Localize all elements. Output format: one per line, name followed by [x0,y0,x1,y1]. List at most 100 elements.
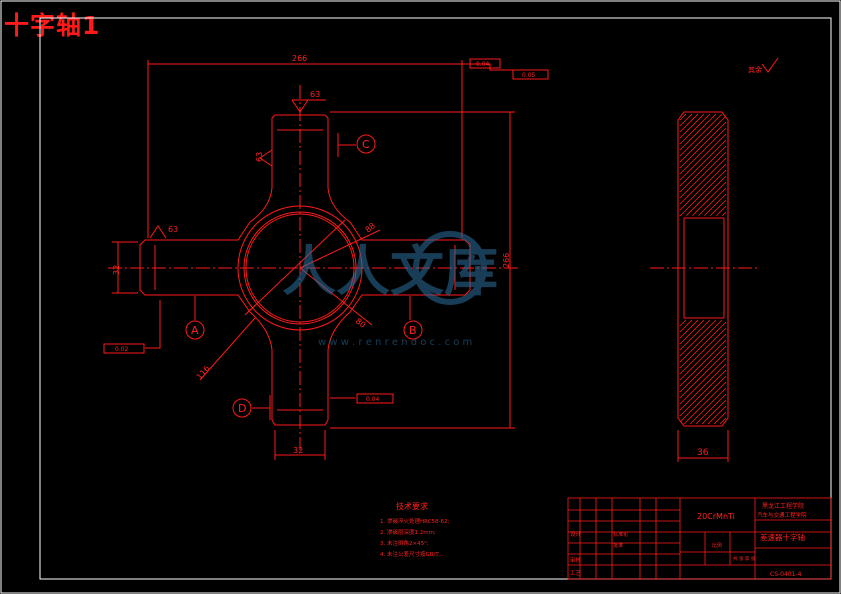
hatch-line [679,113,699,133]
tb-school-1: 黑龙江工程学院 [762,502,804,510]
pos-top-right: 0.05 [522,72,536,79]
tb-process: 工艺 [570,570,582,577]
hatch-line [679,163,727,211]
hatch-line [716,205,727,216]
watermark-ring [413,231,487,305]
datum-d: D [238,402,246,415]
tb-check: 审核 [570,556,582,564]
hatch-line [679,363,727,411]
tol-bottom: 0.04 [366,396,380,403]
datum-c: C [362,138,370,151]
tb-school-2: 汽车与交通工程学院 [757,511,807,519]
hatch-line [679,157,727,205]
dim-finish-left: 63 [168,225,178,234]
hatch-line [679,357,727,405]
hatch-line [679,121,727,169]
dim-finish-side: 63 [255,152,264,162]
tb-part-name: 差速器十字轴 [760,532,805,542]
hatch-line [679,133,727,181]
hatch-line [707,405,727,425]
dim-outer: 116 [195,364,212,381]
dim-inner: 80 [354,316,368,329]
tb-approve: 批准 [613,542,623,549]
side-view [650,111,760,462]
hatch-line [679,375,727,423]
drawing-title: 十字轴1 [4,11,101,40]
tech-req-item: 1. 渗碳淬火处理HRC58-62; [380,517,450,525]
ring-outer [237,205,363,331]
hatch-line [698,187,727,216]
hatch-line [679,333,727,381]
tech-req-item: 4. 未注公差尺寸按GB/T... [380,550,444,558]
hatch-line [679,151,727,199]
tech-req-heading: 技术要求 [396,501,428,511]
drawing-frame [39,17,832,580]
hatch-line [679,113,687,121]
tb-material: 20CrMnTi [697,512,735,521]
hatch-line [722,211,727,216]
hatch-line [679,319,693,333]
cross-outline [139,114,471,426]
side-hatch-bottom [679,319,727,425]
tol-top-right: 0.04 [476,61,490,68]
hatch-line [695,393,727,425]
datum-a: A [191,324,199,337]
hatch-line [679,351,727,399]
hatch-line [679,339,727,387]
ring-innermost [245,213,355,323]
hatch-line [679,319,699,339]
hatch-line [679,169,727,217]
front-view [103,58,549,460]
ring-inner [243,211,357,325]
tb-sheet: 共 张 第 张 [733,555,756,562]
dim-arm-width: 63 [310,90,320,99]
hatch-line [679,369,727,417]
dim-overall-width: 266 [292,54,307,63]
hatch-line [679,127,727,175]
hatch-line [701,399,727,425]
title-block [567,497,832,580]
hatch-line [679,113,705,139]
watermark: 人人文库 w w w . r e n r e n d o c . c o m [282,231,498,348]
hatch-line [692,181,727,216]
tb-design: 设计 [570,530,582,538]
hatch-line [679,319,717,357]
hatch-line [710,199,727,216]
hatch-line [679,113,693,127]
hatch-line [679,115,727,163]
watermark-text: 人人文库 [282,240,498,303]
hatch-line [679,319,705,345]
datum-b: B [409,324,417,337]
tb-scale: 比例 [712,542,722,549]
hatch-line [679,345,727,393]
tech-req-item: 3. 未注倒角2×45°; [380,539,429,547]
tol-left: 0.02 [115,346,129,353]
roughness-note: 其余 [748,65,762,74]
hatch-line [719,417,727,425]
hatch-line [679,319,711,351]
hatch-line [686,175,727,216]
hatch-line [679,113,711,145]
hatch-line [704,193,727,216]
hatch-line [679,139,727,187]
hatch-line [713,411,727,425]
hatch-line [679,319,723,363]
side-hatch-top [679,113,727,217]
dim-side-thickness: 36 [697,448,709,458]
hatch-line [679,145,727,193]
dim-left-arm: 32 [112,265,121,275]
hatch-line [679,321,727,369]
dim-overall-height: 266 [502,253,511,268]
hatch-line [679,327,727,375]
hatch-line [679,113,723,157]
tech-req-item: 2. 渗碳层深度1.2mm; [380,528,436,536]
tb-drawing-no: CS-0401-4 [770,571,802,578]
hatch-line [683,381,727,425]
roughness-symbol [761,57,779,73]
watermark-url: w w w . r e n r e n d o c . c o m [318,337,472,348]
dim-bottom-arm: 32 [293,446,303,455]
hatch-line [689,387,727,425]
hatch-line [679,319,687,327]
